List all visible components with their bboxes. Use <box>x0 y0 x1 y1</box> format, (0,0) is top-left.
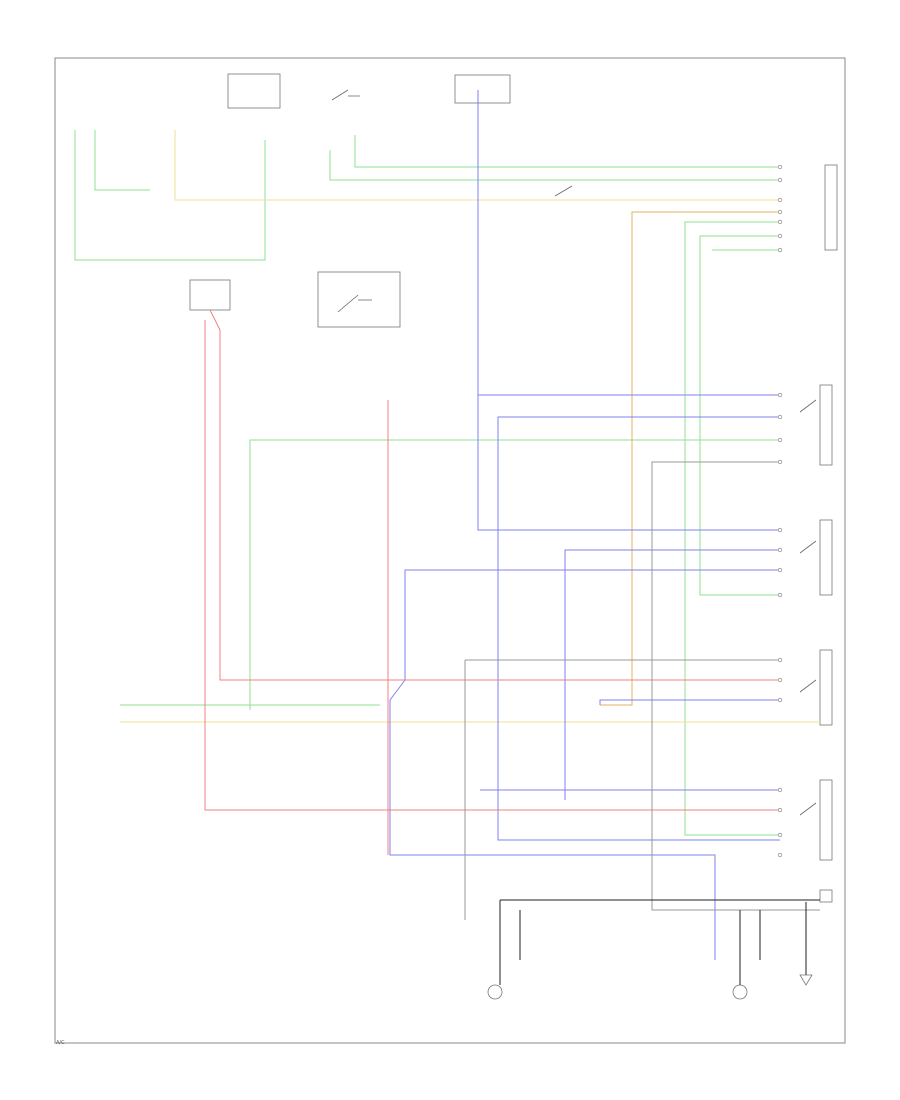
terminal <box>777 219 783 225</box>
component-box-upper-mid-left <box>189 279 231 311</box>
switch-symbol-center <box>554 185 573 197</box>
bottom-sensors <box>487 900 813 1000</box>
terminal <box>777 392 783 398</box>
right-module-6 <box>819 889 833 903</box>
wires <box>74 90 820 960</box>
wire-green-long <box>74 130 266 261</box>
terminals <box>777 164 783 858</box>
terminal <box>777 807 783 813</box>
wire-green-left <box>94 130 150 191</box>
wire-blue-5 <box>599 699 780 705</box>
terminal <box>777 677 783 683</box>
switch-symbol-top <box>331 89 360 101</box>
component-box-upper-mid <box>317 271 401 328</box>
terminal <box>777 527 783 533</box>
wire-red-1 <box>209 309 780 681</box>
component-box-top-center <box>454 74 511 104</box>
wire-green-top-2 <box>354 135 780 168</box>
terminal <box>777 832 783 838</box>
right-module-4 <box>819 649 833 726</box>
terminal <box>777 197 783 203</box>
terminal <box>777 852 783 858</box>
relay-switch-4 <box>799 802 817 816</box>
relay-switch-3 <box>799 679 817 693</box>
component-box-top-left <box>227 73 281 109</box>
terminal <box>777 592 783 598</box>
terminal <box>777 209 783 215</box>
right-modules <box>799 164 838 903</box>
diagram-frame <box>54 57 846 1044</box>
sensor-bottom-right <box>732 984 748 1000</box>
wire-green-top-1 <box>329 150 780 181</box>
relay-switch-2 <box>799 540 817 554</box>
terminal <box>777 164 783 170</box>
page-label: A/C <box>56 1040 65 1046</box>
right-module-1 <box>824 164 838 251</box>
terminal <box>777 459 783 465</box>
terminal <box>777 657 783 663</box>
relay-switch-1 <box>799 399 817 413</box>
terminal <box>777 177 783 183</box>
sensor-bottom-center <box>487 984 503 1000</box>
terminal <box>777 787 783 793</box>
wire-blue-2 <box>497 416 780 841</box>
wire-blue-4 <box>389 569 780 960</box>
wire-gray-1 <box>651 461 820 911</box>
wire-yellow-top <box>174 130 780 201</box>
terminal <box>777 414 783 420</box>
wire-green-cross <box>249 439 780 710</box>
right-module-3 <box>819 519 833 596</box>
terminal <box>777 697 783 703</box>
switch-symbol-upper-mid <box>337 294 372 313</box>
wire-blue-vertical-center <box>477 90 780 531</box>
right-module-5 <box>819 779 833 861</box>
terminal <box>777 233 783 239</box>
right-module-2 <box>819 384 833 466</box>
terminal <box>777 247 783 253</box>
wire-green-mid-2 <box>699 235 780 596</box>
wire-orange <box>600 211 780 706</box>
terminal <box>777 547 783 553</box>
wire-blue-3 <box>564 549 780 800</box>
terminal <box>777 437 783 443</box>
ground-symbol-bottom-right <box>799 974 813 986</box>
wire-red-2 <box>204 320 780 811</box>
terminal <box>777 567 783 573</box>
wire-green-mid-1 <box>684 221 780 836</box>
